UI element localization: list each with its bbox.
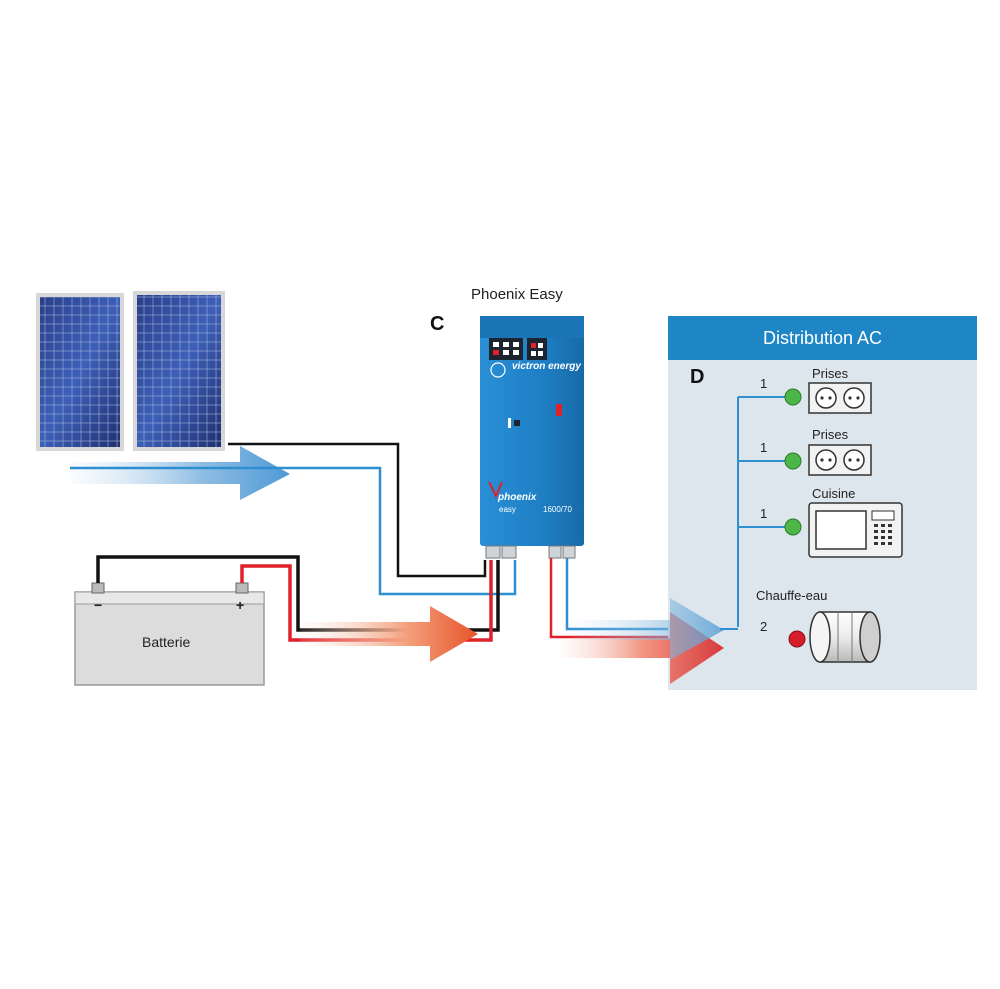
solar-negative-wire [228, 442, 487, 578]
circuit-2-number: 1 [760, 440, 768, 455]
battery [74, 582, 265, 686]
ac-flow-arrow-blue [570, 598, 724, 660]
solar-input-arrow [70, 446, 290, 500]
breaker-2-indicator [784, 452, 802, 470]
battery-label: Batterie [142, 634, 191, 650]
distribution-marker: D [690, 366, 705, 388]
circuit-4-label: Chauffe-eau [756, 588, 828, 603]
socket-outlet-icon [808, 444, 872, 476]
battery-plus-label: + [236, 597, 245, 613]
device-sub: easy [499, 505, 516, 514]
breaker-4-indicator [788, 630, 806, 648]
dc-flow-arrow [300, 606, 478, 662]
socket-outlet-icon [808, 382, 872, 414]
battery-minus-label: − [94, 597, 103, 613]
circuit-3-number: 1 [760, 506, 768, 521]
device-rating: 1600/70 [543, 505, 572, 514]
circuit-1-label: Prises [812, 366, 849, 381]
device-model: phoenix [498, 492, 537, 503]
battery-positive-wire [240, 560, 493, 642]
solar-panel-right [133, 291, 225, 451]
device-brand: victron energy [512, 361, 581, 372]
water-heater-icon [809, 611, 881, 663]
microwave-icon [808, 502, 903, 558]
circuit-2-label: Prises [812, 427, 849, 442]
phoenix-easy-inverter [480, 316, 584, 559]
breaker-1-indicator [784, 388, 802, 406]
circuit-4-number: 2 [760, 619, 768, 634]
device-marker: C [430, 313, 445, 335]
circuit-1-number: 1 [760, 376, 768, 391]
breaker-3-indicator [784, 518, 802, 536]
battery-negative-wire [96, 555, 500, 632]
distribution-title: Distribution AC [668, 316, 977, 360]
solar-positive-wire [70, 466, 517, 596]
device-title: Phoenix Easy [471, 286, 563, 303]
circuit-3-label: Cuisine [812, 486, 856, 501]
solar-panel-left [36, 293, 124, 451]
